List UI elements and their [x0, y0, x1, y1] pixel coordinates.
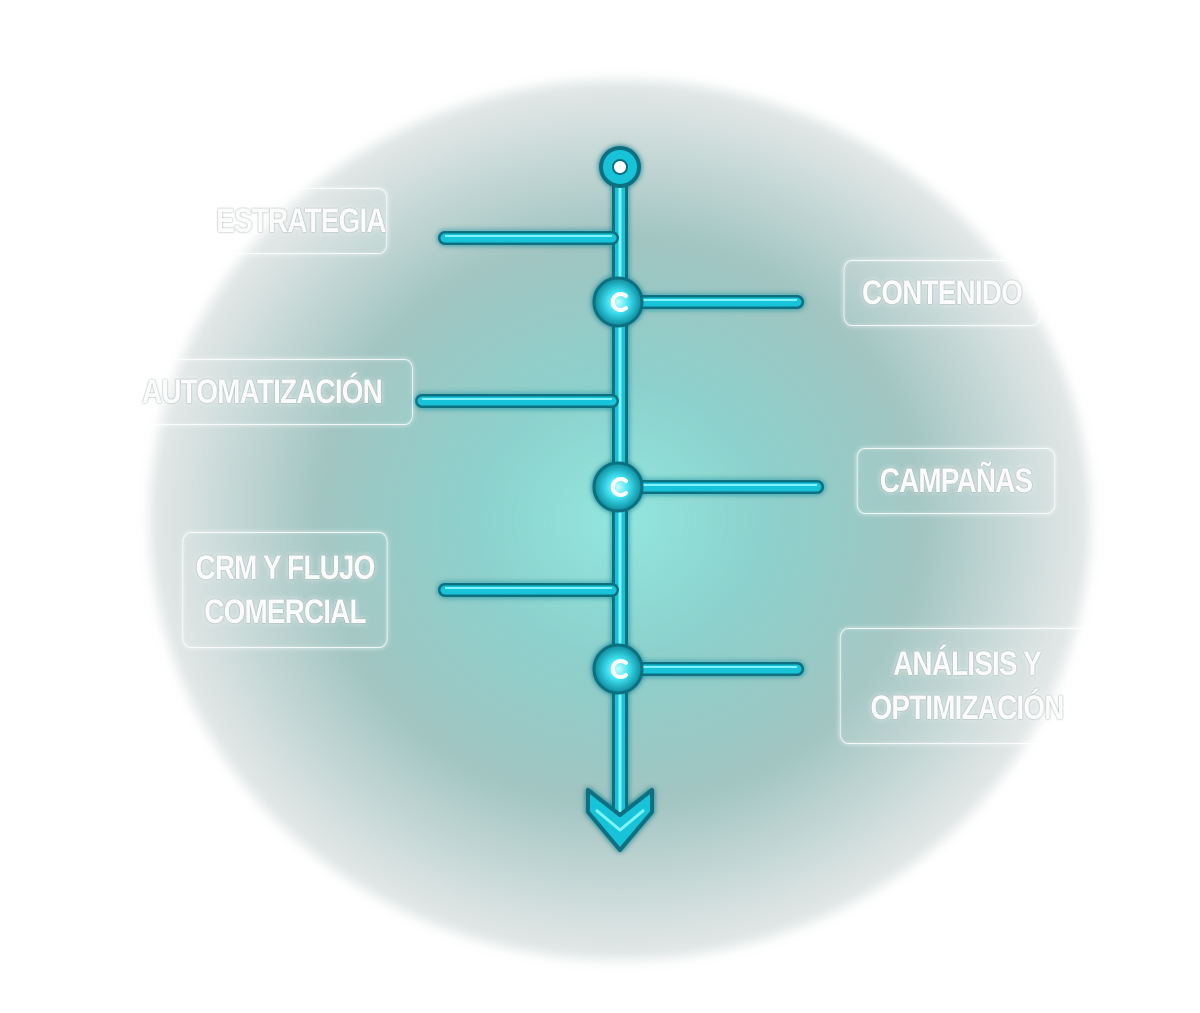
branch-campanas [621, 480, 824, 494]
label-campanas: CAMPAÑAS [856, 448, 1056, 514]
node-contenido [592, 276, 644, 328]
branch-estrategia [438, 231, 619, 245]
label-analisis-optimizacion: ANÁLISIS Y OPTIMIZACIÓN [839, 628, 1095, 744]
branch-analisis [621, 662, 804, 676]
label-contenido: CONTENIDO [843, 260, 1041, 326]
branch-automatizacion [415, 394, 619, 408]
label-automatizacion: AUTOMATIZACIÓN [111, 359, 413, 425]
chevron-down-icon [586, 788, 654, 852]
node-analisis [592, 643, 644, 695]
branch-crm [438, 583, 619, 597]
label-estrategia: ESTRATEGIA [214, 188, 388, 254]
node-campanas [592, 461, 644, 513]
branch-contenido [621, 295, 804, 309]
label-crm-flujo-comercial: CRM Y FLUJO COMERCIAL [182, 532, 388, 648]
